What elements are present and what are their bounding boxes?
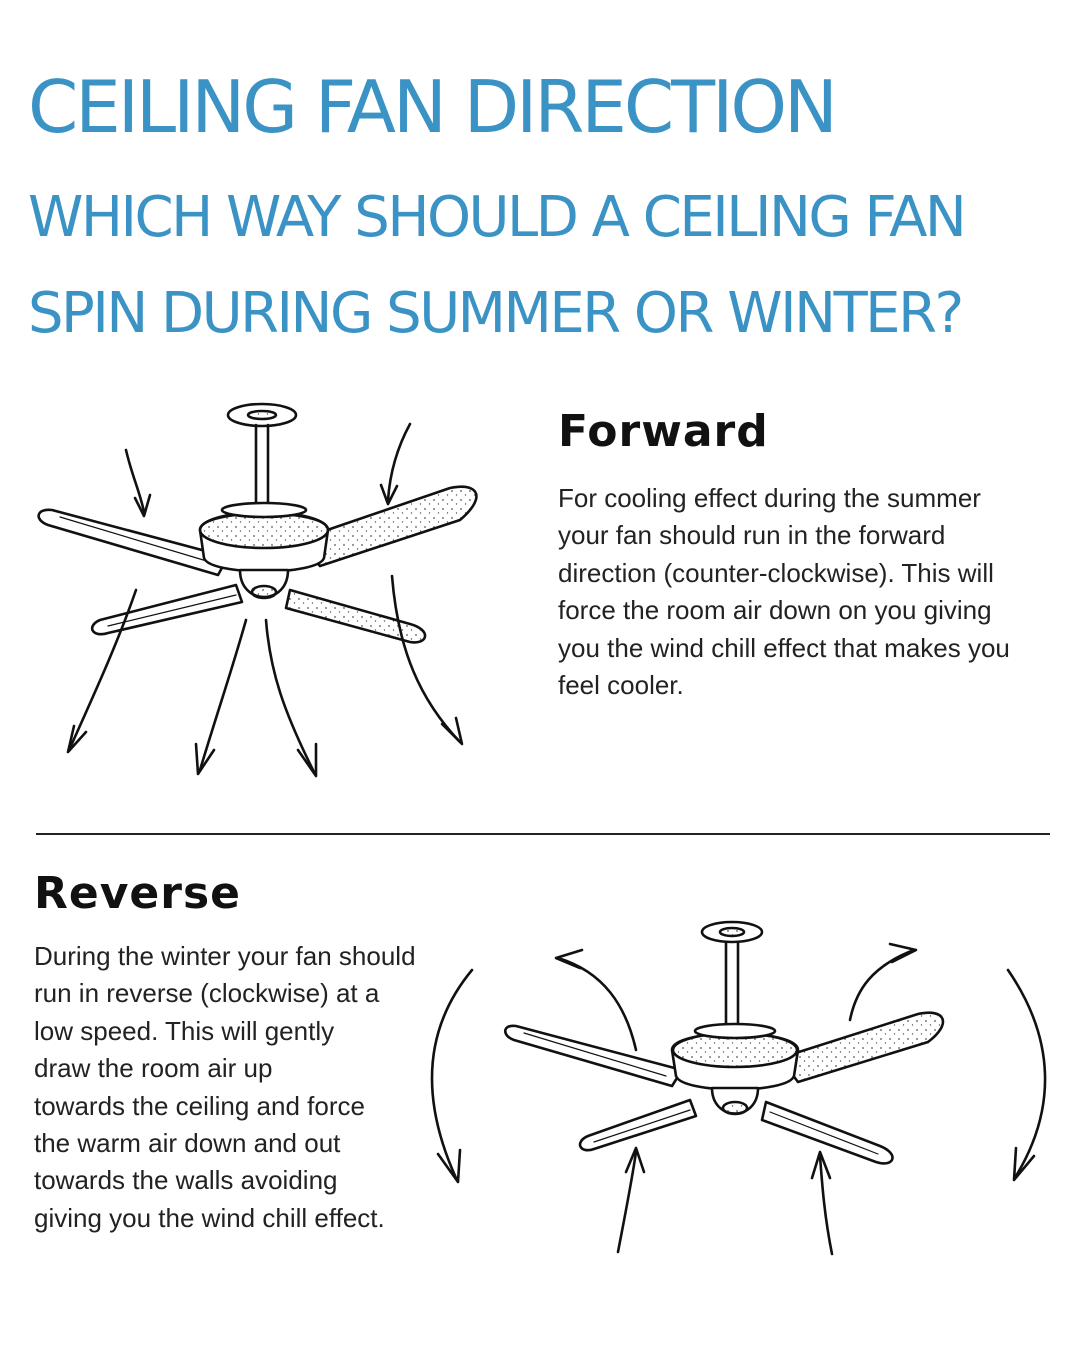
reverse-line: giving you the wind chill effect.	[34, 1202, 385, 1233]
forward-description: For cooling effect during the summer you…	[558, 480, 1010, 704]
page-title: CEILING FAN DIRECTION	[28, 65, 838, 149]
forward-line: feel cooler.	[558, 670, 684, 701]
reverse-line: towards the ceiling and force	[34, 1090, 365, 1121]
forward-line: your fan should run in the forward	[558, 520, 946, 551]
reverse-line: the warm air down and out	[34, 1128, 341, 1159]
subtitle-line: SPIN DURING SUMMER OR WINTER?	[28, 281, 964, 346]
reverse-line: towards the walls avoiding	[34, 1165, 338, 1196]
reverse-description: During the winter your fan should run in…	[34, 938, 416, 1237]
reverse-fan-illustration	[430, 920, 1047, 1256]
reverse-line: low speed. This will gently	[34, 1015, 335, 1046]
forward-line: direction (counter-clockwise). This will	[558, 557, 994, 588]
section-divider	[36, 833, 1050, 835]
reverse-line: draw the room air up	[34, 1053, 273, 1084]
forward-line: force the room air down on you giving	[558, 595, 992, 626]
page-subtitle: WHICH WAY SHOULD A CEILING FAN SPIN DURI…	[28, 170, 1068, 362]
forward-line: you the wind chill effect that makes you	[558, 632, 1010, 663]
reverse-line: During the winter your fan should	[34, 941, 416, 971]
forward-heading: Forward	[558, 406, 769, 457]
forward-fan-illustration	[37, 402, 478, 778]
reverse-heading: Reverse	[34, 868, 241, 919]
subtitle-line: WHICH WAY SHOULD A CEILING FAN	[28, 185, 967, 250]
reverse-line: run in reverse (clockwise) at a	[34, 978, 380, 1009]
forward-line: For cooling effect during the summer	[558, 483, 981, 513]
